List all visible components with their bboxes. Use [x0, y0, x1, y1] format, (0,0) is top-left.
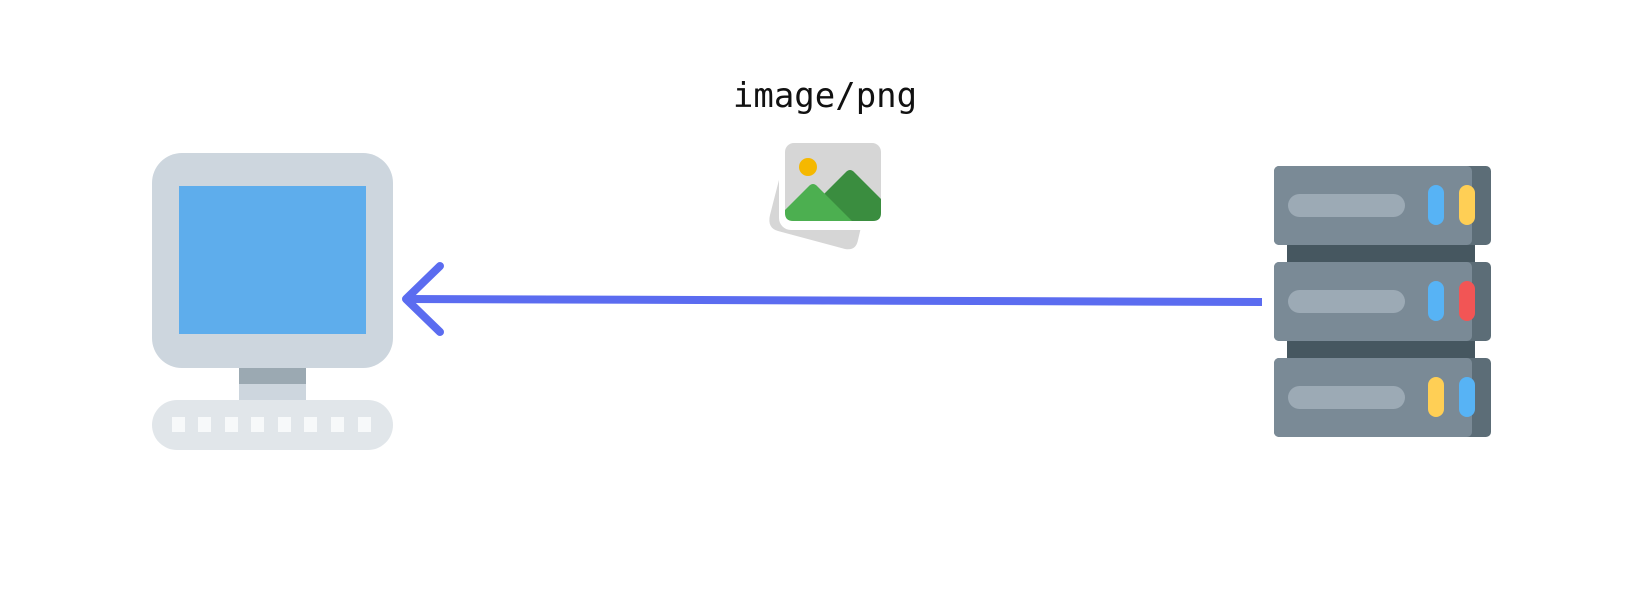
image-file-icon: [769, 138, 886, 250]
server-unit-2: [1274, 262, 1491, 341]
server-rack-icon: [1274, 166, 1491, 437]
response-arrow: [402, 262, 1263, 336]
drive-bay: [1288, 386, 1405, 409]
status-led-blue: [1428, 185, 1444, 225]
status-led-red: [1459, 281, 1475, 321]
status-led-yellow: [1459, 185, 1475, 225]
sun: [799, 158, 817, 176]
mountain-front: [785, 184, 852, 221]
server-unit-3: [1274, 358, 1491, 437]
monitor-neck-top: [239, 368, 306, 384]
arrow-shaft: [405, 295, 1263, 306]
drive-bay: [1288, 194, 1405, 217]
status-led-blue: [1459, 377, 1475, 417]
arrowhead: [402, 262, 444, 336]
mime-type-label: image/png: [732, 76, 918, 116]
desktop-computer-icon: [152, 153, 393, 450]
status-led-yellow: [1428, 377, 1444, 417]
keyboard: [152, 400, 393, 450]
drive-bay: [1288, 290, 1405, 313]
monitor-screen: [179, 186, 366, 334]
status-led-blue: [1428, 281, 1444, 321]
server-unit-1: [1274, 166, 1491, 245]
keyboard-keys: [172, 417, 371, 432]
monitor-neck: [239, 384, 306, 401]
